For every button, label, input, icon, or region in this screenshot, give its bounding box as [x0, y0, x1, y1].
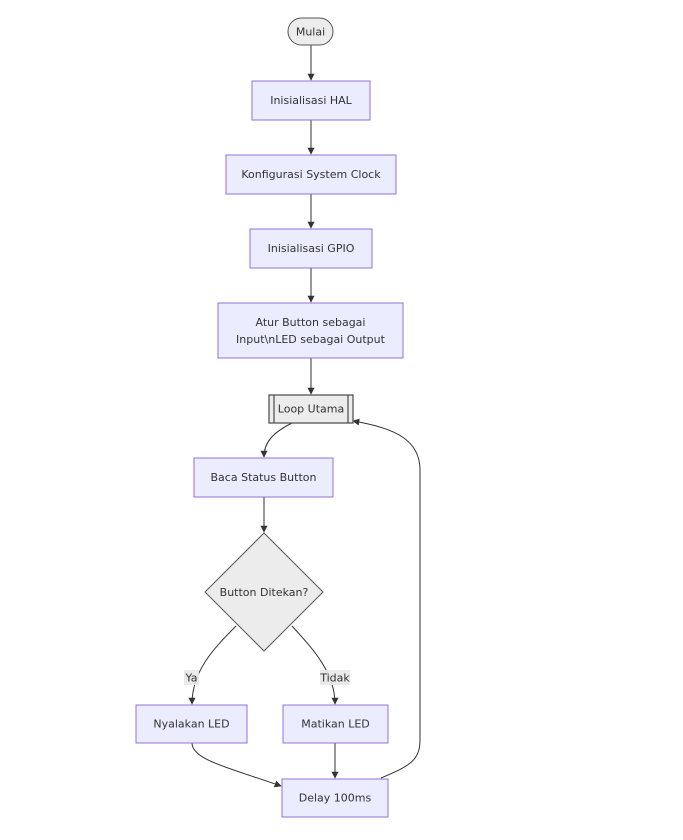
edge-decision-to-led-off: [291, 625, 339, 705]
edge-label-no-text: Tidak: [319, 672, 350, 685]
node-set-io: Atur Button sebagai Input\nLED sebagai O…: [217, 302, 404, 359]
node-config-clock: Konfigurasi System Clock: [225, 154, 397, 195]
node-config-clock-label: Konfigurasi System Clock: [241, 168, 381, 181]
node-led-on-label: Nyalakan LED: [153, 718, 229, 731]
node-read-button: Baca Status Button: [193, 457, 334, 498]
node-delay: Delay 100ms: [281, 778, 389, 818]
edge-decision-to-led-on: [188, 625, 237, 705]
node-main-loop-label: Loop Utama: [278, 403, 344, 416]
node-start: Mulai: [287, 17, 334, 46]
node-init-gpio-label: Inisialisasi GPIO: [268, 242, 355, 255]
node-led-off: Matikan LED: [282, 704, 389, 744]
edge-main-loop-to-read-button: [260, 422, 293, 458]
edge-label-yes-text: Ya: [185, 672, 198, 685]
node-decision-label: Button Ditekan?: [220, 586, 309, 599]
node-init-hal: Inisialisasi HAL: [251, 80, 371, 121]
edge-label-no: Tidak: [319, 670, 350, 685]
node-read-button-label: Baca Status Button: [211, 471, 317, 484]
node-set-io-label-line1: Atur Button sebagai: [256, 316, 366, 329]
node-delay-label: Delay 100ms: [299, 792, 372, 805]
node-decision: Button Ditekan?: [204, 532, 324, 652]
edge-label-yes: Ya: [184, 670, 199, 685]
node-init-hal-label: Inisialisasi HAL: [270, 94, 352, 107]
node-set-io-label-line2: Input\nLED sebagai Output: [236, 333, 386, 346]
edge-delay-to-main-loop: [352, 418, 421, 779]
edge-led-on-to-delay: [191, 742, 282, 788]
node-led-on: Nyalakan LED: [135, 704, 248, 744]
node-main-loop: Loop Utama: [268, 394, 354, 424]
node-start-label: Mulai: [296, 26, 325, 39]
node-init-gpio: Inisialisasi GPIO: [249, 228, 373, 269]
node-led-off-label: Matikan LED: [301, 718, 370, 731]
edges: [188, 45, 421, 788]
